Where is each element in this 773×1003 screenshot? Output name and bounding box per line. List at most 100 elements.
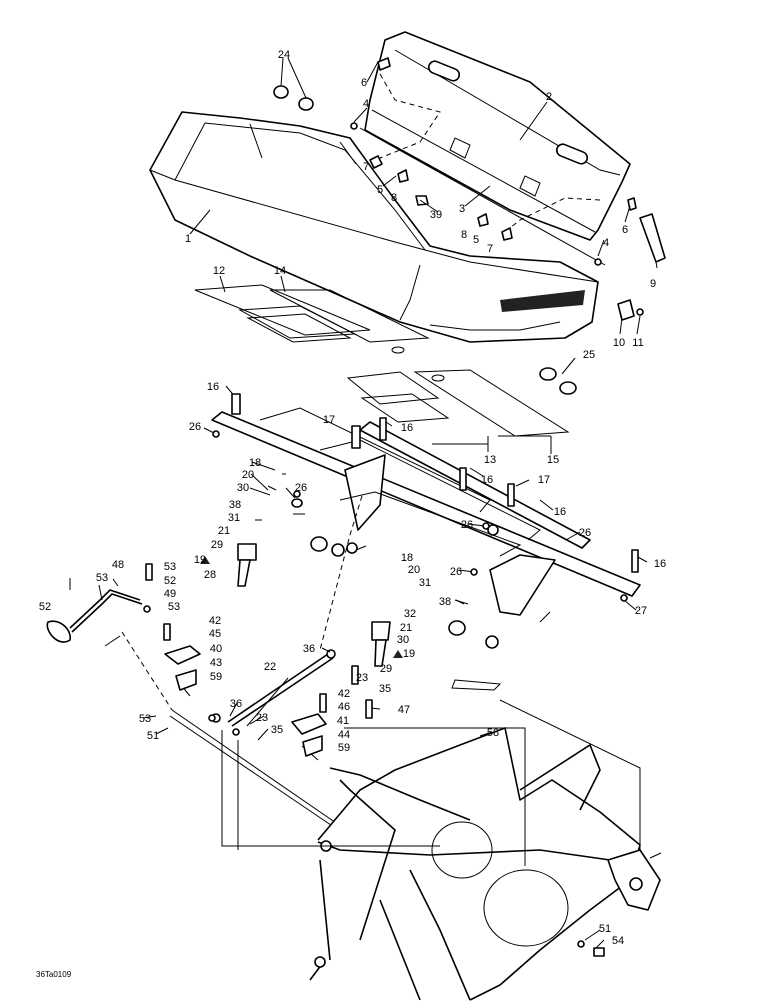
- fasteners: [143, 393, 639, 957]
- callout-23: 23: [356, 672, 368, 684]
- reference-routing-lines: [221, 495, 641, 866]
- cargo-box-tub: [149, 111, 599, 343]
- callout-27: 28: [204, 569, 216, 581]
- callout-37: 43: [210, 657, 222, 669]
- callout-9: 9: [650, 278, 656, 290]
- gas-struts: [211, 649, 336, 727]
- callout-16: 16: [554, 506, 566, 518]
- callout-19: 19: [194, 554, 206, 566]
- callout-45: 53: [164, 561, 176, 573]
- leader-lines: [69, 57, 662, 951]
- callout-4: 4: [363, 98, 369, 110]
- callout-31: 35: [271, 724, 283, 736]
- callout-35: 41: [337, 715, 349, 727]
- callout-38: 45: [209, 628, 221, 640]
- cargo-box-subframe: [211, 407, 641, 616]
- callout-15: 15: [547, 454, 559, 466]
- callout-18: 18: [249, 457, 261, 469]
- callout-16: 16: [401, 422, 413, 434]
- callout-20: 20: [408, 564, 420, 576]
- callout-12: 12: [213, 265, 225, 277]
- callout-38: 46: [338, 701, 350, 713]
- callout-23: 23: [256, 712, 268, 724]
- callout-42: 51: [599, 923, 611, 935]
- callout-21: 21: [218, 525, 230, 537]
- callout-labels: 24 2 6 4 7 5 8 3 39 1 8 5 7 4 6 9 12 14 …: [36, 49, 666, 979]
- callout-27: 29: [380, 663, 392, 675]
- callout-34: 39: [430, 209, 442, 221]
- callout-2: 2: [546, 91, 552, 103]
- callout-37: 44: [338, 729, 350, 741]
- callout-28: 29: [211, 539, 223, 551]
- bumper-stops: [273, 85, 577, 395]
- tailgate: [364, 31, 631, 241]
- callout-26: 26: [189, 421, 201, 433]
- callout-42: 51: [147, 730, 159, 742]
- callout-44: 52: [164, 575, 176, 587]
- callout-3: 3: [459, 203, 465, 215]
- callout-36: 42: [338, 688, 350, 700]
- callout-50: 58: [487, 727, 499, 739]
- callout-25: 26: [579, 527, 591, 539]
- callout-29: 31: [419, 577, 431, 589]
- callout-24: 24: [278, 49, 290, 61]
- callout-39: 47: [398, 704, 410, 716]
- callout-26: 26: [295, 482, 307, 494]
- callout-26: 26: [450, 566, 462, 578]
- mounting-brackets: [164, 645, 327, 761]
- callout-8: 8: [461, 229, 467, 241]
- callout-35: 40: [210, 643, 222, 655]
- callout-11: 11: [632, 337, 643, 349]
- callout-8: 8: [391, 192, 397, 204]
- gearshift-linkage: [46, 589, 356, 841]
- callout-49: 54: [612, 935, 624, 947]
- callout-40: 48: [112, 559, 124, 571]
- callout-4: 4: [603, 237, 609, 249]
- callout-20: 20: [242, 469, 254, 481]
- callout-16: 16: [654, 558, 666, 570]
- callout-6: 6: [361, 77, 367, 89]
- callout-17: 17: [323, 414, 335, 426]
- callout-18: 18: [401, 552, 413, 564]
- callout-36: 42: [209, 615, 221, 627]
- callout-7: 7: [363, 161, 369, 173]
- tilt-mechanism-hardware: [237, 473, 499, 667]
- drawing-reference: 36Ta0109: [36, 970, 72, 979]
- callout-26: 27: [635, 605, 647, 617]
- callout-30: 31: [228, 512, 240, 524]
- callout-21: 21: [400, 622, 412, 634]
- gate-hardware: [350, 57, 637, 266]
- callout-41: 49: [164, 588, 176, 600]
- callout-10: 10: [613, 337, 625, 349]
- callout-5: 5: [473, 234, 479, 246]
- callout-31: 35: [379, 683, 391, 695]
- callout-51: 59: [338, 742, 350, 754]
- callout-7: 7: [487, 243, 493, 255]
- main-chassis-frame: [309, 727, 661, 1001]
- callout-26: 26: [461, 519, 473, 531]
- callout-33: 38: [229, 499, 241, 511]
- callout-29: 30: [237, 482, 249, 494]
- callout-22: 22: [264, 661, 276, 673]
- callout-51: 59: [210, 671, 222, 683]
- callout-14: 14: [274, 265, 286, 277]
- callout-17: 17: [538, 474, 550, 486]
- callout-46: 53: [168, 601, 180, 613]
- callout-6: 6: [622, 224, 628, 236]
- callout-43: 52: [39, 601, 51, 613]
- gate-hinge-rod-and-latch: [359, 127, 666, 321]
- callout-32: 36: [303, 643, 315, 655]
- callout-16: 16: [481, 474, 493, 486]
- callout-5: 5: [377, 184, 383, 196]
- callout-33: 38: [439, 596, 451, 608]
- callout-32: 36: [230, 698, 242, 710]
- callout-19: 19: [403, 648, 415, 660]
- callout-13: 13: [484, 454, 496, 466]
- callout-24: 25: [583, 349, 595, 361]
- callout-28: 30: [397, 634, 409, 646]
- floor-liner-panels: [194, 284, 570, 437]
- callout-16: 16: [207, 381, 219, 393]
- callout-48: 53: [139, 713, 151, 725]
- callout-1: 1: [185, 233, 191, 245]
